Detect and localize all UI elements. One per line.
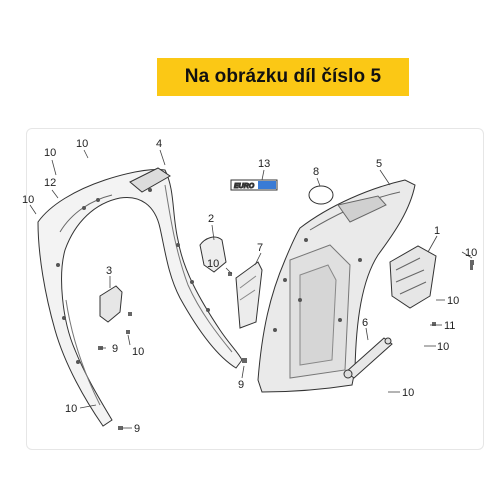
callout-10: 10: [44, 147, 56, 159]
badge-logo-text: EURO: [234, 183, 255, 190]
part-4-vent: [129, 167, 171, 193]
part-2-bracket[interactable]: [199, 236, 227, 273]
part-3-hook[interactable]: [99, 285, 123, 323]
callout-10: 10: [437, 341, 449, 353]
callout-2: 2: [208, 213, 214, 225]
part-8-oring[interactable]: [308, 185, 334, 205]
callout-9: 9: [134, 423, 140, 435]
part-4-leg-shield[interactable]: [37, 169, 243, 427]
callout-11: 11: [444, 320, 455, 332]
callout-10: 10: [132, 346, 144, 358]
callout-10: 10: [447, 295, 459, 307]
callout-labels: 10 10 12 10 4 13 8 5 2 10 7 3 1 10 10 11…: [22, 138, 477, 435]
part-1-latch[interactable]: [389, 245, 437, 309]
callout-5: 5: [376, 158, 382, 170]
callout-13: 13: [258, 158, 270, 170]
callout-8: 8: [313, 166, 319, 178]
callout-10: 10: [22, 194, 34, 206]
callout-12: 12: [44, 177, 56, 189]
callout-6: 6: [362, 317, 368, 329]
leader-lines: [29, 149, 473, 429]
callout-10: 10: [402, 387, 414, 399]
part-7-panel[interactable]: [235, 261, 263, 329]
banner-text: Na obrázku díl číslo 5: [184, 66, 382, 87]
callout-9: 9: [238, 379, 244, 391]
callout-10: 10: [465, 247, 477, 259]
callout-4: 4: [156, 138, 162, 150]
callout-7: 7: [257, 242, 263, 254]
callout-10: 10: [65, 403, 77, 415]
callout-3: 3: [106, 265, 112, 277]
callout-10: 10: [76, 138, 88, 150]
callout-1: 1: [434, 225, 440, 237]
callout-10: 10: [207, 258, 219, 270]
callout-9: 9: [112, 343, 118, 355]
diagram-frame: [26, 128, 484, 450]
part-13-badge[interactable]: [230, 179, 278, 191]
part-number-banner: Na obrázku díl číslo 5: [157, 58, 409, 96]
